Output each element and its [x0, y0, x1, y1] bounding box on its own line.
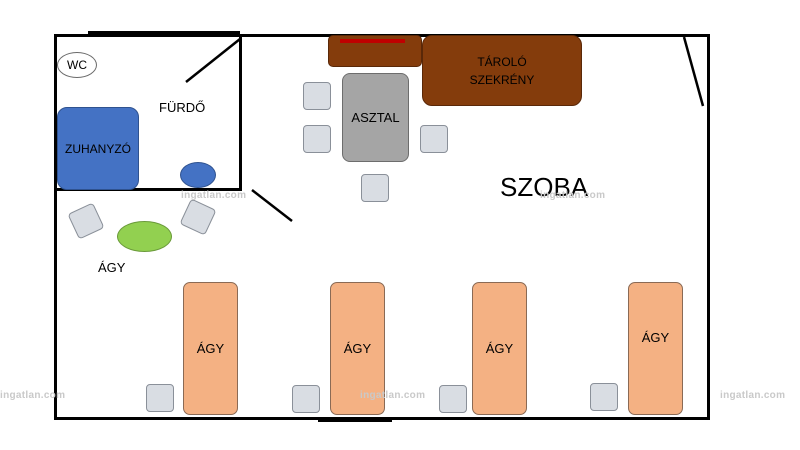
window-swing: [682, 36, 705, 107]
stool: [303, 82, 331, 110]
watermark: ingatlan.com: [0, 390, 66, 401]
wc-fixture: WC: [57, 52, 97, 78]
storage-cabinet: TÁROLÓ SZEKRÉNY: [422, 35, 582, 106]
entrance-door: [318, 417, 392, 422]
outer-wall-left: [54, 34, 57, 420]
nightstand: [292, 385, 320, 413]
bed-label: ÁGY: [641, 330, 670, 345]
bathroom-wall-top: [54, 34, 242, 37]
nightstand: [590, 383, 618, 411]
room-door-swing: [251, 189, 293, 222]
stool: [420, 125, 448, 153]
bed-label: ÁGY: [196, 341, 225, 356]
bed: ÁGY: [628, 282, 683, 415]
bathroom-label: FÜRDŐ: [159, 100, 206, 115]
small-bed-label: ÁGY: [98, 260, 126, 275]
watermark: ingatlan.com: [181, 190, 247, 201]
outer-wall-right: [707, 34, 710, 420]
bed: ÁGY: [472, 282, 527, 415]
shower: ZUHANYZÓ: [57, 107, 139, 190]
sink: [180, 162, 216, 188]
bathroom-door-swing: [185, 38, 241, 83]
nightstand: [146, 384, 174, 412]
shower-label: ZUHANYZÓ: [65, 141, 131, 156]
table-label: ASZTAL: [351, 110, 400, 125]
dining-table: ASZTAL: [342, 73, 409, 162]
round-table: [117, 221, 172, 252]
bed-label: ÁGY: [343, 341, 372, 356]
nightstand: [439, 385, 467, 413]
bed: ÁGY: [183, 282, 238, 415]
watermark: ingatlan.com: [540, 190, 606, 201]
stool: [361, 174, 389, 202]
watermark: ingatlan.com: [720, 390, 786, 401]
wc-label: WC: [67, 58, 87, 72]
outer-wall-top-left: [88, 31, 240, 34]
room-label: SZOBA: [500, 172, 589, 202]
stool: [303, 125, 331, 153]
bed: ÁGY: [330, 282, 385, 415]
bathroom-wall-bottom: [54, 188, 242, 191]
storage-label-line1: TÁROLÓ: [477, 54, 527, 69]
watermark: ingatlan.com: [360, 390, 426, 401]
storage-label-line2: SZEKRÉNY: [469, 72, 535, 87]
bathroom-wall-right: [239, 34, 242, 191]
bed-label: ÁGY: [485, 341, 514, 356]
storage-accent-strip: [340, 39, 405, 43]
